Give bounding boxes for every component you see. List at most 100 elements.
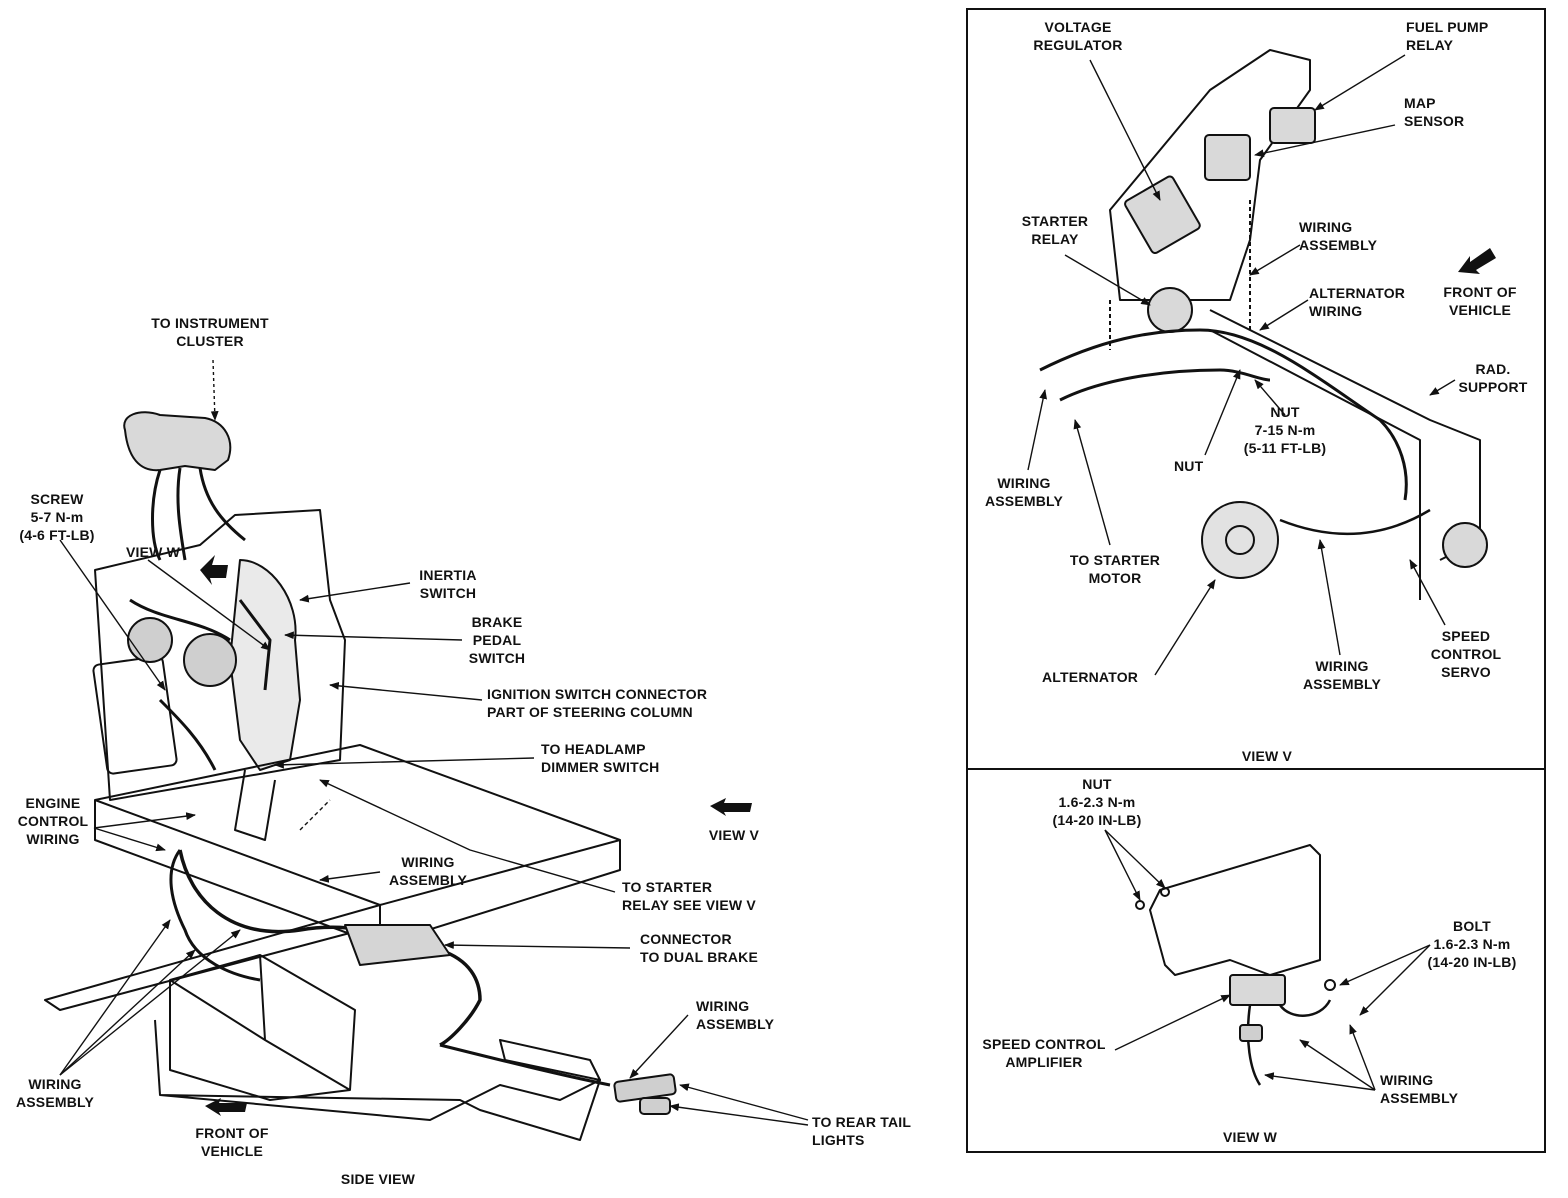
direction-arrow-icon: [205, 1098, 247, 1116]
label-speed-control-amplifier: SPEED CONTROL AMPLIFIER: [982, 1036, 1106, 1070]
label-view-v-callout: VIEW V: [708, 827, 760, 843]
lower-body-panel: [154, 1019, 601, 1141]
leader-tail-2: [669, 1103, 809, 1126]
label-ignition-switch-connector: IGNITION SWITCH CONNECTOR PART OF STEERI…: [487, 686, 708, 720]
label-speed-control-servo: SPEED CONTROL SERVO: [1430, 628, 1502, 680]
leader-wiring-left-3: [59, 929, 241, 1076]
label-wiring-assembly-w: WIRING ASSEMBLY: [1380, 1072, 1459, 1106]
leader-nut-torque: [1254, 379, 1286, 416]
tail-light-connector-part-2: [639, 1097, 671, 1115]
leader-dual-brake: [444, 941, 631, 950]
direction-arrow-icon: [710, 798, 752, 816]
side-view-artwork: [44, 359, 809, 1141]
leader-headlamp: [274, 757, 535, 769]
leader-wiring-top: [1249, 244, 1301, 276]
leader-nut-w-2: [1104, 829, 1166, 889]
mounting-bracket: [1149, 844, 1321, 976]
brake-pedal-switch-part: [127, 617, 173, 663]
instrument-cluster-connector: [123, 411, 232, 472]
steering-column: [229, 559, 301, 771]
dual-brake-connector-part: [344, 924, 451, 966]
view-w-panel: [966, 768, 1546, 1153]
leader-starter-motor: [1073, 419, 1111, 546]
leader-inertia: [299, 582, 411, 603]
leader-instrument-cluster: [210, 359, 219, 421]
rear-harness: [439, 1043, 611, 1087]
label-wiring-assembly-bottom-v: WIRING ASSEMBLY: [1302, 658, 1382, 692]
view-w-caption: VIEW W: [1222, 1129, 1278, 1145]
leader-wiring-left-2: [59, 949, 196, 1076]
leader-wiring-center: [319, 871, 381, 883]
leader-wiring-left-v: [1027, 389, 1048, 471]
leader-wiring-w-3: [1349, 1024, 1376, 1091]
label-alternator-wiring: ALTERNATOR WIRING: [1309, 285, 1406, 319]
side-view-caption: SIDE VIEW: [340, 1171, 416, 1187]
direction-arrow-icon: [200, 555, 228, 585]
map-sensor-part: [1204, 134, 1251, 181]
view-v-artwork: [1027, 49, 1488, 676]
leader-starter-relay: [319, 779, 616, 893]
bolt-part: [1324, 979, 1336, 991]
leader-map-sensor: [1254, 124, 1396, 157]
leader-alternator: [1154, 579, 1216, 676]
label-fuel-pump-relay: FUEL PUMP RELAY: [1406, 19, 1489, 53]
label-view-w-callout: VIEW W: [126, 544, 181, 560]
label-wiring-assembly-left-v: WIRING ASSEMBLY: [984, 475, 1064, 509]
fuel-pump-relay-part: [1269, 107, 1316, 144]
leader-starter-relay-v: [1064, 254, 1151, 306]
label-bolt-w: BOLT 1.6-2.3 N-m (14-20 IN-LB): [1427, 918, 1517, 970]
amplifier-harness: [1246, 999, 1332, 1086]
view-v-caption: VIEW V: [1241, 748, 1293, 764]
label-nut-v: NUT: [1174, 458, 1204, 474]
steering-shaft: [234, 769, 276, 841]
leader-nut: [1204, 369, 1241, 456]
leader-bolt-2: [1359, 944, 1431, 1016]
leader-view-w: [147, 559, 271, 651]
label-map-sensor: MAP SENSOR: [1404, 95, 1465, 129]
harness-view-v: [1039, 328, 1408, 501]
label-to-starter-motor: TO STARTER MOTOR: [1069, 552, 1161, 586]
label-inertia-switch: INERTIA SWITCH: [419, 567, 477, 601]
label-wiring-assembly-right: WIRING ASSEMBLY: [696, 998, 775, 1032]
battery-tray: [169, 954, 356, 1101]
servo-part: [1442, 522, 1488, 568]
label-nut-torque-v: NUT 7-15 N-m (5-11 FT-LB): [1243, 404, 1327, 456]
alternator-pulley: [1225, 525, 1255, 555]
leader-ignition: [329, 681, 483, 701]
leader-nut-w-1: [1104, 829, 1141, 901]
label-to-rear-tail-lights: TO REAR TAIL LIGHTS: [812, 1114, 912, 1148]
dash-harness: [129, 598, 272, 771]
leader-screw: [59, 539, 166, 691]
leader-wiring-w-1: [1264, 1072, 1376, 1091]
leader-engine-control-1: [93, 812, 196, 829]
label-engine-control-wiring: ENGINE CONTROL WIRING: [17, 795, 89, 847]
label-nut-w: NUT 1.6-2.3 N-m (14-20 IN-LB): [1052, 776, 1142, 828]
leader-alternator-wiring: [1259, 299, 1309, 331]
rocker-section: [499, 1039, 601, 1081]
label-brake-pedal-switch: BRAKE PEDAL SWITCH: [468, 614, 526, 666]
leader-amplifier: [1114, 994, 1231, 1051]
label-connector-dual-brake: CONNECTOR TO DUAL BRAKE: [640, 931, 758, 965]
label-wiring-assembly-top-v: WIRING ASSEMBLY: [1299, 219, 1378, 253]
label-starter-relay-v: STARTER RELAY: [1021, 213, 1089, 247]
view-w-artwork: [1104, 829, 1431, 1091]
bracket-nut-1: [1135, 900, 1145, 910]
label-rad-support: RAD. SUPPORT: [1458, 361, 1528, 395]
leader-engine-control-2: [93, 827, 166, 852]
leader-wiring-left-1: [59, 919, 171, 1076]
label-voltage-regulator: VOLTAGE REGULATOR: [1033, 19, 1123, 53]
view-v-indicator-line: [299, 799, 331, 831]
label-wiring-assembly-left: WIRING ASSEMBLY: [15, 1076, 95, 1110]
label-wiring-assembly-center: WIRING ASSEMBLY: [388, 854, 468, 888]
label-front-of-vehicle-side: FRONT OF VEHICLE: [195, 1125, 269, 1159]
amplifier-part: [1229, 974, 1286, 1006]
leader-fuel-pump: [1314, 54, 1406, 111]
leader-servo: [1409, 559, 1446, 626]
ignition-switch-part: [183, 633, 237, 687]
firewall-panel: [94, 509, 346, 801]
alternator-part: [1201, 501, 1279, 579]
leader-rad-support: [1429, 379, 1456, 396]
voltage-regulator-part: [1124, 175, 1201, 255]
